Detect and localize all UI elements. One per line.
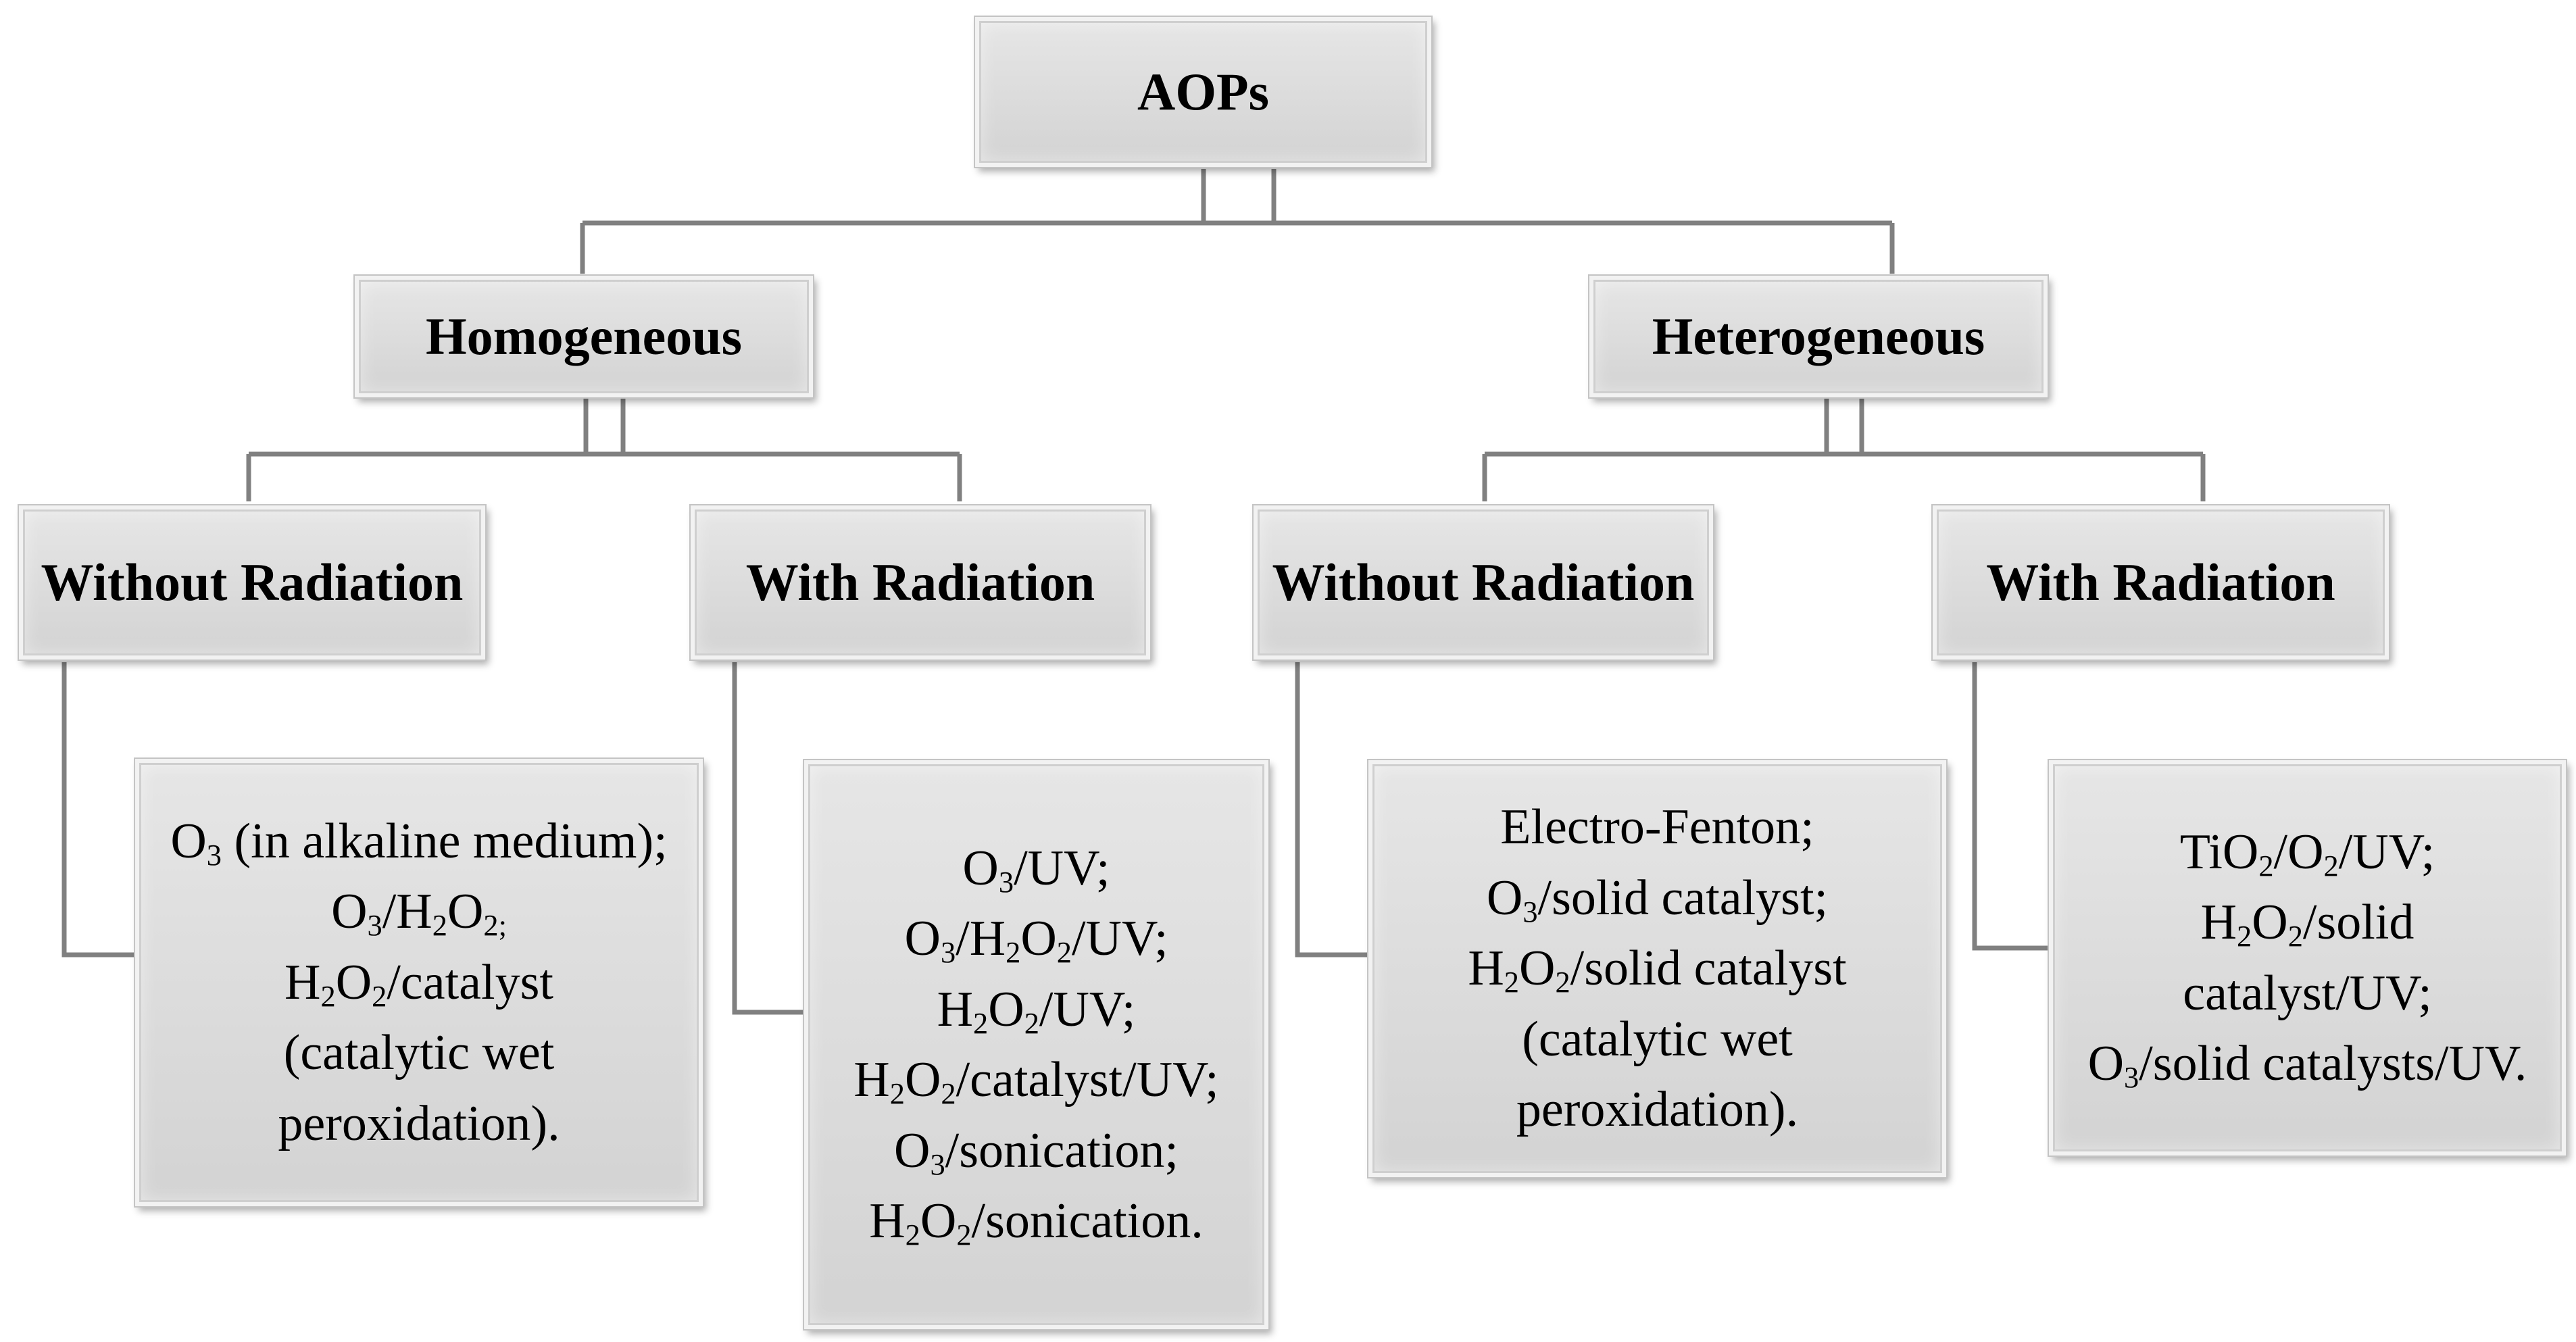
leaf-homog-without-item: (catalytic wet <box>283 1025 555 1081</box>
leaf-hetero-with-item: TiO2/O2/UV; <box>2179 824 2435 883</box>
node-aops-label: AOPs <box>1137 62 1269 121</box>
leaf-hetero-without-item: H2O2/solid catalyst <box>1468 941 1847 999</box>
leaf-homog-with-item: H2O2/UV; <box>937 981 1136 1040</box>
leaf-hetero-with-item: H2O2/solid <box>2200 895 2414 953</box>
node-hetero-with-radiation: With Radiation <box>1931 504 2390 661</box>
connector-homog-with-leaf <box>732 662 804 1015</box>
leaf-homog-without-radiation: O3 (in alkaline medium); O3/H2O2; H2O2/c… <box>134 757 704 1208</box>
leaf-homog-with-item: H2O2/catalyst/UV; <box>853 1052 1219 1111</box>
node-heterogeneous: Heterogeneous <box>1588 274 2049 399</box>
leaf-hetero-with-item: catalyst/UV; <box>2183 965 2432 1021</box>
node-homog-without-label: Without Radiation <box>41 553 464 612</box>
leaf-homog-with-item: O3/sonication; <box>894 1122 1179 1181</box>
leaf-hetero-without-item: peroxidation). <box>1516 1082 1799 1138</box>
leaf-homog-with-item: O3/UV; <box>962 840 1110 899</box>
node-homogeneous-label: Homogeneous <box>426 307 742 366</box>
node-homogeneous: Homogeneous <box>353 274 814 399</box>
node-hetero-with-label: With Radiation <box>1986 553 2335 612</box>
node-homog-with-label: With Radiation <box>745 553 1095 612</box>
connector-hetero-without-leaf <box>1295 662 1368 958</box>
node-hetero-without-label: Without Radiation <box>1272 553 1695 612</box>
leaf-homog-without-item: peroxidation). <box>278 1095 560 1151</box>
node-heterogeneous-label: Heterogeneous <box>1652 307 1985 366</box>
node-aops: AOPs <box>974 16 1433 168</box>
connector-hetero-with-leaf <box>1972 662 2049 951</box>
node-homog-without-radiation: Without Radiation <box>18 504 487 661</box>
leaf-hetero-with-radiation: TiO2/O2/UV; H2O2/solid catalyst/UV; O3/s… <box>2048 759 2567 1157</box>
node-hetero-without-radiation: Without Radiation <box>1252 504 1714 661</box>
leaf-hetero-without-item: Electro-Fenton; <box>1500 799 1814 855</box>
leaf-homog-with-radiation: O3/UV; O3/H2O2/UV; H2O2/UV; H2O2/catalys… <box>803 759 1270 1331</box>
leaf-homog-without-item: O3 (in alkaline medium); <box>170 813 668 872</box>
leaf-hetero-without-item: O3/solid catalyst; <box>1486 870 1829 928</box>
leaf-hetero-without-item: (catalytic wet <box>1522 1011 1793 1067</box>
leaf-homog-with-item: H2O2/sonication. <box>869 1193 1204 1252</box>
connector-homog-without-leaf <box>61 662 135 958</box>
leaf-hetero-without-radiation: Electro-Fenton; O3/solid catalyst; H2O2/… <box>1367 759 1948 1178</box>
leaf-homog-without-item: O3/H2O2; <box>331 884 507 943</box>
node-homog-with-radiation: With Radiation <box>689 504 1151 661</box>
leaf-hetero-with-item: O3/solid catalysts/UV. <box>2087 1036 2527 1095</box>
leaf-homog-without-item: H2O2/catalyst <box>284 954 553 1013</box>
leaf-homog-with-item: O3/H2O2/UV; <box>904 911 1168 970</box>
